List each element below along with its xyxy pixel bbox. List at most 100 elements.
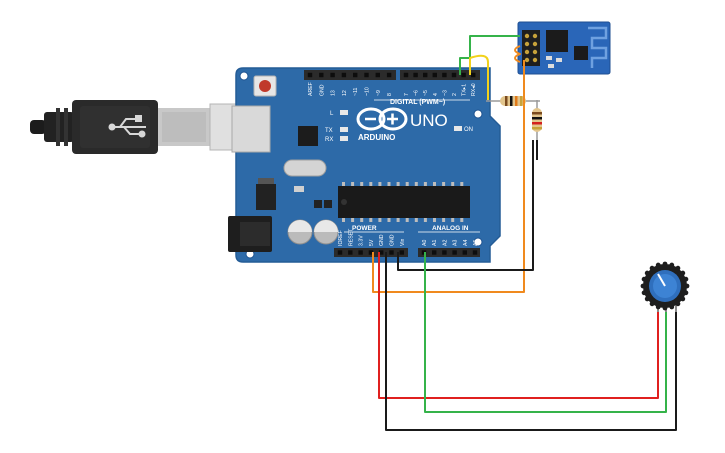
- usb-symbol-icon: [108, 115, 146, 138]
- power-pin[interactable]: [368, 250, 374, 255]
- analog-pin-label: A2: [442, 240, 448, 246]
- wire-orange-esp-loop[interactable]: [514, 45, 521, 63]
- usb-cable[interactable]: [30, 100, 249, 154]
- power-pin-label: 5V: [369, 239, 375, 246]
- digital-pin-label: ~5: [423, 90, 429, 96]
- digital-pin[interactable]: [403, 72, 409, 78]
- digital-pin[interactable]: [307, 72, 313, 78]
- power-header[interactable]: IOREF RESET 3.3V 5V GND GND Vin: [334, 228, 408, 257]
- wire-orange-3v3[interactable]: [372, 60, 525, 293]
- analog-pin[interactable]: [462, 250, 467, 255]
- analog-header[interactable]: A0 A1 A2 A3 A4 A5: [418, 240, 480, 257]
- arduino-uno-board[interactable]: L TX RX ARDUINO UNO ON: [228, 67, 501, 263]
- digital-pin-label: TX▸1: [462, 84, 468, 96]
- wire-green-a0-pot[interactable]: [424, 252, 667, 413]
- power-pin[interactable]: [337, 250, 343, 255]
- digital-pin-label: RX◂0: [471, 83, 477, 96]
- power-pin[interactable]: [379, 250, 384, 255]
- analog-pin-label: A3: [453, 240, 459, 246]
- analog-pin-label: A5: [473, 240, 479, 246]
- wires: [372, 35, 677, 431]
- digital-pin-label: GND: [319, 84, 325, 96]
- digital-pin-label: AREF: [308, 82, 314, 96]
- power-pin[interactable]: [358, 250, 363, 255]
- digital-pin-label: ~3: [442, 90, 448, 96]
- led-on: ON: [454, 126, 473, 133]
- analog-pin-label: A1: [432, 240, 438, 246]
- resistor-vertical[interactable]: [532, 100, 542, 140]
- digital-pin-label: 2: [452, 93, 458, 96]
- digital-pin[interactable]: [442, 72, 447, 78]
- digital-pin-label: 7: [404, 93, 410, 96]
- digital-pin[interactable]: [413, 72, 418, 78]
- potentiometer[interactable]: [640, 261, 690, 312]
- analog-pin-label: A0: [422, 240, 428, 246]
- crystal-oscillator: [283, 159, 327, 177]
- digital-pin-label: 12: [342, 90, 348, 96]
- power-pin-label: GND: [390, 234, 396, 246]
- analog-pin[interactable]: [452, 250, 457, 255]
- svg-text:ON: ON: [464, 127, 473, 133]
- resistor-horizontal[interactable]: [486, 96, 540, 106]
- capacitor-2: [313, 219, 339, 245]
- wire-black-gnd-esp[interactable]: [397, 140, 534, 271]
- digital-pin[interactable]: [341, 72, 347, 78]
- power-label: POWER: [352, 225, 377, 232]
- digital-pin-label: 8: [387, 93, 393, 96]
- power-pin[interactable]: [399, 250, 404, 255]
- digital-pin-label: 4: [433, 93, 439, 96]
- antenna-trace-icon: [588, 26, 608, 68]
- power-pin[interactable]: [348, 250, 353, 255]
- analog-pin[interactable]: [432, 250, 437, 255]
- analog-pin[interactable]: [442, 250, 447, 255]
- digital-pin[interactable]: [353, 72, 358, 78]
- digital-pin[interactable]: [432, 72, 437, 78]
- svg-text:L: L: [330, 111, 334, 117]
- led-rx: RX: [325, 136, 348, 143]
- digital-pin-label: ~9: [376, 90, 382, 96]
- analog-pin[interactable]: [472, 250, 478, 255]
- power-pin-label: Vin: [400, 238, 406, 246]
- digital-pin[interactable]: [423, 72, 428, 78]
- led-l: L: [330, 110, 348, 117]
- digital-pin[interactable]: [364, 72, 369, 78]
- wire-red-5v-pot[interactable]: [378, 252, 659, 399]
- esp8266-wifi-module[interactable]: [517, 21, 611, 75]
- reset-button[interactable]: [253, 75, 277, 97]
- digital-pin[interactable]: [386, 72, 392, 78]
- digital-pin-label: 13: [331, 90, 337, 96]
- digital-pin[interactable]: [330, 72, 335, 78]
- svg-text:TX: TX: [325, 128, 333, 134]
- power-pin-label: RESET: [348, 228, 354, 246]
- arduino-logo-icon: [356, 107, 408, 131]
- led-tx: TX: [325, 127, 348, 134]
- power-pin-label: 3.3V: [359, 235, 365, 246]
- usb-chip: [298, 126, 318, 146]
- power-pin-label: IOREF: [338, 230, 344, 246]
- digital-pin-label: ~11: [353, 87, 359, 96]
- digital-pin[interactable]: [471, 72, 476, 78]
- wire-yellow-tx[interactable]: [469, 54, 489, 100]
- power-pin[interactable]: [389, 250, 394, 255]
- digital-pin-label: ~6: [414, 90, 420, 96]
- esp-chip: [546, 30, 568, 52]
- capacitor-1: [287, 219, 313, 245]
- svg-text:RX: RX: [325, 137, 333, 143]
- digital-pin[interactable]: [461, 72, 466, 78]
- board-model: UNO: [410, 111, 448, 130]
- potentiometer-knob-indicator: [657, 273, 666, 287]
- power-pin-label: GND: [379, 234, 385, 246]
- analog-pin-label: A4: [463, 240, 469, 246]
- usb-port: [231, 105, 271, 153]
- digital-pin[interactable]: [451, 72, 457, 78]
- board-brand: ARDUINO: [358, 133, 395, 142]
- digital-pin[interactable]: [319, 72, 324, 78]
- wire-black-gnd-pot[interactable]: [385, 252, 677, 431]
- digital-pin-label: ~10: [365, 87, 371, 96]
- digital-pin[interactable]: [375, 72, 380, 78]
- atmega-microcontroller: [338, 182, 470, 222]
- analog-label: ANALOG IN: [432, 225, 469, 232]
- voltage-regulator: [256, 184, 276, 210]
